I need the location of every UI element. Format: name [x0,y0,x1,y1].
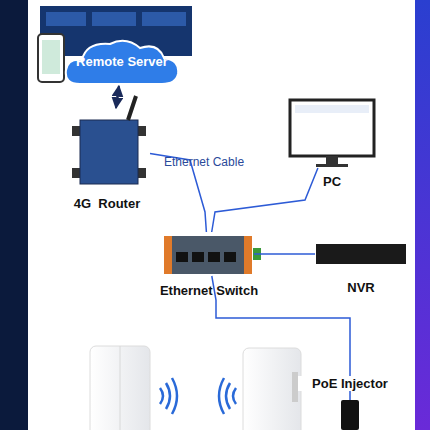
nvr-device [316,244,406,264]
monitor-stand [326,156,338,164]
phone-icon [38,34,64,82]
node-label: PoE Injector [298,376,402,391]
router-node: 4G Router [72,108,150,186]
side-band [415,0,430,430]
wave [172,378,177,414]
wave [160,388,163,404]
cpe-device [90,346,150,430]
cable-label: Ethernet Cable [164,155,244,169]
switch-end [244,236,252,274]
screen-bar [295,105,369,113]
cpe-device [243,348,301,430]
wave [166,383,170,409]
cable-line [116,86,119,108]
port [176,252,188,262]
cable-line [254,253,315,255]
side-band [0,0,28,430]
wifi-signal [219,378,236,414]
pc-monitor [290,100,374,167]
cpe-seam [120,346,121,430]
wave [219,378,224,414]
cloud-node: Remote Server [62,38,182,86]
node-label: PC [288,174,376,189]
antenna [128,96,136,120]
injector-device [341,400,359,430]
cpe-body [90,346,150,430]
phone-body [38,34,64,82]
screen-panel [46,12,86,26]
node-label: NVR [315,280,407,295]
router-device [72,96,146,184]
switch-body [164,236,252,274]
switch-device [164,236,261,274]
nvr-node: NVR [315,243,407,265]
phone-screen [42,40,60,74]
cable-line [212,168,318,232]
port [192,252,204,262]
port [208,252,220,262]
monitor-screen [290,100,374,156]
injector-node: PoE Injector [340,400,360,430]
node-label: Remote Server [62,54,182,69]
wave [233,388,236,404]
wave [226,383,230,409]
port [224,252,236,262]
cpe-body [243,348,301,430]
pc-node: PC [288,98,376,168]
node-label: 4G Router [62,196,152,211]
wifi-signal [160,378,177,414]
node-label: Ethernet Switch [154,283,264,298]
switch-end [164,236,172,274]
screen-panel [92,12,136,26]
router-body [80,120,138,184]
monitor-base [316,164,348,167]
switch-node: Ethernet Switch [162,232,254,276]
screen-panel [142,12,186,26]
